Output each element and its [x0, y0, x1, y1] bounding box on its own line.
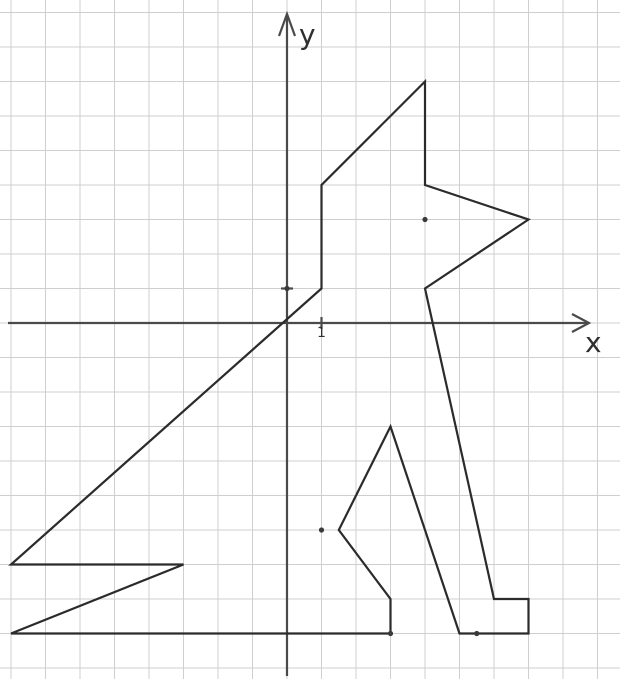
marked-point	[422, 217, 427, 222]
marked-point	[284, 286, 289, 291]
y-axis-label: y	[299, 18, 316, 51]
marked-point	[319, 527, 324, 532]
axes	[8, 14, 589, 676]
marked-point	[474, 631, 479, 636]
marked-point	[388, 631, 393, 636]
unit-tick-label: 1	[317, 325, 326, 341]
x-axis-label: x	[585, 326, 602, 359]
